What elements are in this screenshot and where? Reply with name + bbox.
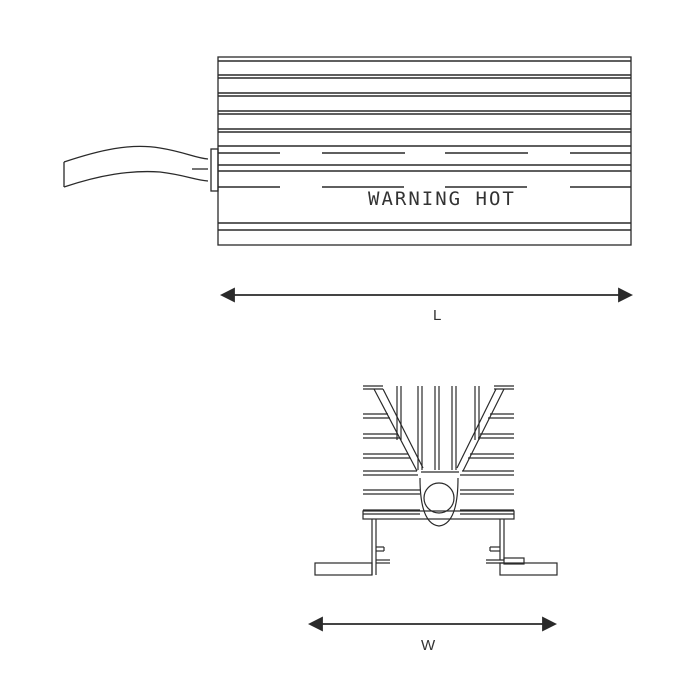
cable-gland xyxy=(210,148,219,192)
warning-hot-label: WARNING HOT xyxy=(368,188,516,210)
heatsink-end-view xyxy=(314,385,558,576)
width-dimension-label: W xyxy=(421,637,436,654)
housing-side-view xyxy=(217,56,632,246)
fin-lines xyxy=(218,60,631,231)
width-dimension-arrow xyxy=(307,616,558,632)
length-dimension-arrow xyxy=(219,287,634,303)
cable xyxy=(63,145,209,188)
heating-element-tube xyxy=(423,482,455,514)
length-dimension-label: L xyxy=(433,307,442,324)
